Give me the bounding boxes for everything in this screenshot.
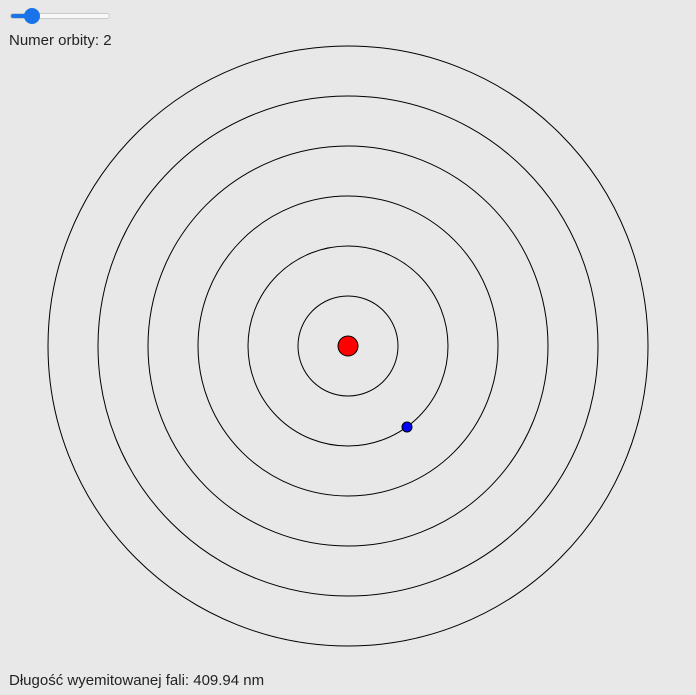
orbit-number-label: Numer orbity: 2 [9, 32, 112, 49]
orbit-3 [197, 195, 499, 497]
nucleus [337, 335, 359, 357]
wavelength-label: Długość wyemitowanej fali: 409.94 nm [9, 672, 265, 689]
orbit-5 [97, 95, 599, 597]
orbit-2 [247, 245, 449, 447]
orbit-slider-fill [11, 14, 33, 18]
orbit-1 [297, 295, 399, 397]
orbit-slider[interactable] [10, 8, 110, 24]
orbit-6 [47, 45, 649, 647]
orbits-group [47, 45, 649, 647]
orbit-4 [147, 145, 549, 547]
orbit-slider-thumb[interactable] [24, 8, 40, 24]
orbit-slider-track[interactable] [10, 13, 110, 19]
electron [401, 421, 413, 433]
